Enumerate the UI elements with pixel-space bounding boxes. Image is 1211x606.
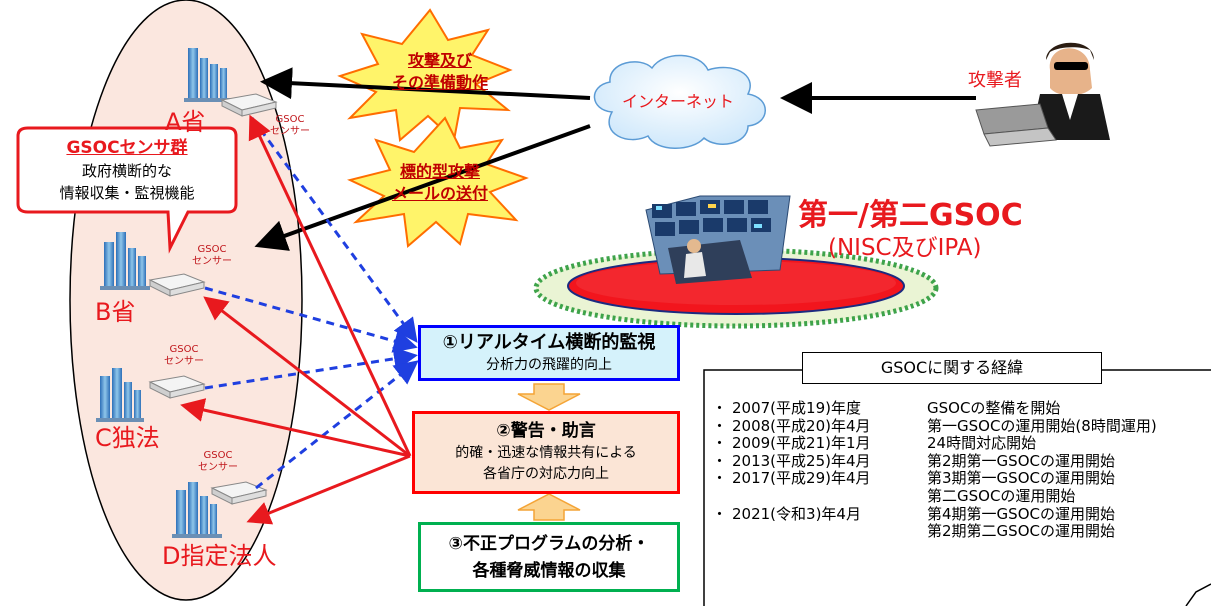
history-item: ・ 2008(平成20)年4月 第一GSOCの運用開始(8時間運用) bbox=[712, 416, 1207, 436]
history-date: 2013(平成25)年4月 bbox=[732, 451, 871, 470]
history-list: ・ 2007(平成19)年度 GSOCの整備を開始 ・ 2008(平成20)年4… bbox=[712, 399, 1207, 541]
sensor-tag-line: センサー bbox=[192, 256, 232, 267]
history-item: ・ 2017(平成29)年4月 第3期第一GSOCの運用開始 bbox=[712, 470, 1207, 488]
sensor-callout-line: 政府横断的な bbox=[81, 162, 172, 180]
step-warning-advice: ②警告・助言 的確・迅速な情報共有による 各省庁の対応力向上 bbox=[412, 411, 680, 494]
history-event: 24時間対応開始 bbox=[927, 434, 1037, 453]
org-label-a: A省 bbox=[165, 108, 206, 136]
history-item: ・ 2021(令和3)年4月 第4期第一GSOCの運用開始 bbox=[712, 504, 1207, 524]
bullet-icon: ・ bbox=[712, 451, 728, 470]
sensor-tag-line: GSOC bbox=[275, 114, 305, 125]
history-item-continued: 第2期第二GSOCの運用開始 bbox=[712, 523, 1207, 541]
sensor-callout-shape bbox=[16, 126, 238, 254]
org-label-c: C独法 bbox=[95, 424, 160, 452]
red-arrow-c bbox=[180, 398, 411, 458]
up-arrow-2 bbox=[517, 493, 581, 521]
history-event: 第2期第一GSOCの運用開始 bbox=[927, 451, 1115, 470]
blue-arrow-d bbox=[255, 360, 419, 490]
bullet-icon: ・ bbox=[712, 416, 728, 435]
attack-burst-text-2: 標的型攻撃 メールの送付 bbox=[385, 161, 495, 205]
red-arrow-a bbox=[248, 114, 412, 457]
blue-arrow-b bbox=[204, 286, 418, 353]
sensor-callout-line: 情報収集・監視機能 bbox=[59, 184, 195, 202]
history-date: 2021(令和3)年4月 bbox=[732, 504, 861, 523]
history-event: GSOCの整備を開始 bbox=[927, 399, 1061, 417]
org-label-d: D指定法人 bbox=[162, 542, 277, 570]
sensor-tag-line: GSOC bbox=[203, 450, 233, 461]
sensor-tag-line: GSOC bbox=[169, 344, 199, 355]
history-date: 2008(平成20)年4月 bbox=[732, 416, 871, 435]
step-title: ①リアルタイム横断的監視 bbox=[442, 332, 656, 353]
sensor-tag-line: センサー bbox=[164, 356, 204, 367]
history-item: ・ 2007(平成19)年度 GSOCの整備を開始 bbox=[712, 399, 1207, 418]
control-room-icon bbox=[645, 195, 791, 284]
history-event: 第3期第一GSOCの運用開始 bbox=[927, 469, 1115, 488]
org-label-b: B省 bbox=[95, 298, 136, 326]
building-c-icon bbox=[96, 368, 144, 422]
down-arrow-1 bbox=[517, 383, 581, 411]
sensor-tag-b: GSOC センサー bbox=[192, 244, 232, 268]
red-arrow-d bbox=[246, 454, 411, 525]
history-date: 2009(平成21)年1月 bbox=[732, 434, 871, 453]
step-desc: 各省庁の対応力向上 bbox=[483, 466, 609, 482]
sensor-callout-title: GSOCセンサ群 bbox=[66, 138, 188, 158]
sensor-tag-c: GSOC センサー bbox=[164, 344, 204, 368]
building-a-icon bbox=[184, 48, 232, 102]
gsoc-title: 第一/第二GSOC bbox=[798, 198, 1023, 233]
bullet-icon: ・ bbox=[712, 469, 728, 488]
history-title: GSOCに関する経緯 bbox=[802, 352, 1102, 384]
history-event: 第4期第一GSOCの運用開始 bbox=[927, 504, 1115, 523]
step-title: ③不正プログラムの分析・ bbox=[448, 534, 650, 554]
red-arrow-b bbox=[203, 296, 411, 458]
building-d-icon bbox=[172, 482, 222, 538]
sensor-device-c bbox=[148, 375, 206, 399]
history-item: ・ 2009(平成21)年1月 24時間対応開始 bbox=[712, 435, 1207, 453]
sensor-tag-line: GSOC bbox=[197, 244, 227, 255]
step-desc: 分析力の飛躍的向上 bbox=[486, 357, 612, 373]
step-malware-analysis: ③不正プログラムの分析・ 各種脅威情報の収集 bbox=[418, 522, 680, 592]
internet-label: インターネット bbox=[621, 92, 734, 111]
step-title: 各種脅威情報の収集 bbox=[472, 561, 626, 581]
history-event: 第二GSOCの運用開始 bbox=[927, 486, 1076, 505]
sensor-tag-a: GSOC センサー bbox=[270, 114, 310, 138]
bullet-icon: ・ bbox=[712, 434, 728, 453]
gsoc-subtitle: (NISC及びIPA) bbox=[828, 235, 982, 261]
bullet-icon: ・ bbox=[712, 504, 728, 523]
attack-burst-text-1: 攻撃及び その準備動作 bbox=[385, 50, 495, 94]
sensor-device-b bbox=[148, 273, 206, 297]
step-title: ②警告・助言 bbox=[496, 421, 596, 441]
sensor-tag-line: センサー bbox=[270, 126, 310, 137]
building-b-icon bbox=[100, 232, 150, 290]
attacker-label: 攻撃者 bbox=[968, 70, 1022, 91]
history-date: 2017(平成29)年4月 bbox=[732, 469, 871, 488]
bullet-icon: ・ bbox=[712, 399, 728, 417]
sensor-device-a bbox=[220, 93, 278, 117]
attacker-icon bbox=[975, 42, 1110, 147]
blue-arrow-c bbox=[204, 346, 418, 390]
attack-burst-line: 攻撃及び bbox=[407, 51, 472, 70]
blue-arrow-a bbox=[250, 117, 418, 343]
step-realtime-monitoring: ①リアルタイム横断的監視 分析力の飛躍的向上 bbox=[418, 325, 680, 381]
burst-shape-1 bbox=[337, 8, 513, 142]
sensor-tag-line: センサー bbox=[198, 462, 238, 473]
sensor-callout: GSOCセンサ群 政府横断的な 情報収集・監視機能 bbox=[22, 136, 232, 204]
history-item-continued: 第二GSOCの運用開始 bbox=[712, 486, 1207, 506]
history-event: 第一GSOCの運用開始(8時間運用) bbox=[927, 416, 1157, 435]
attack-burst-line: 標的型攻撃 bbox=[399, 162, 480, 181]
history-date: 2007(平成19)年度 bbox=[732, 399, 861, 417]
internet-cloud bbox=[593, 54, 766, 149]
sensor-device-d bbox=[210, 481, 268, 505]
history-item: ・ 2013(平成25)年4月 第2期第一GSOCの運用開始 bbox=[712, 451, 1207, 471]
history-event: 第2期第二GSOCの運用開始 bbox=[927, 522, 1115, 541]
attack-burst-line: その準備動作 bbox=[391, 73, 488, 92]
step-desc: 的確・迅速な情報共有による bbox=[455, 445, 637, 461]
sensor-tag-d: GSOC センサー bbox=[198, 450, 238, 474]
attack-burst-line: メールの送付 bbox=[391, 184, 488, 203]
page-curl bbox=[1185, 583, 1211, 606]
